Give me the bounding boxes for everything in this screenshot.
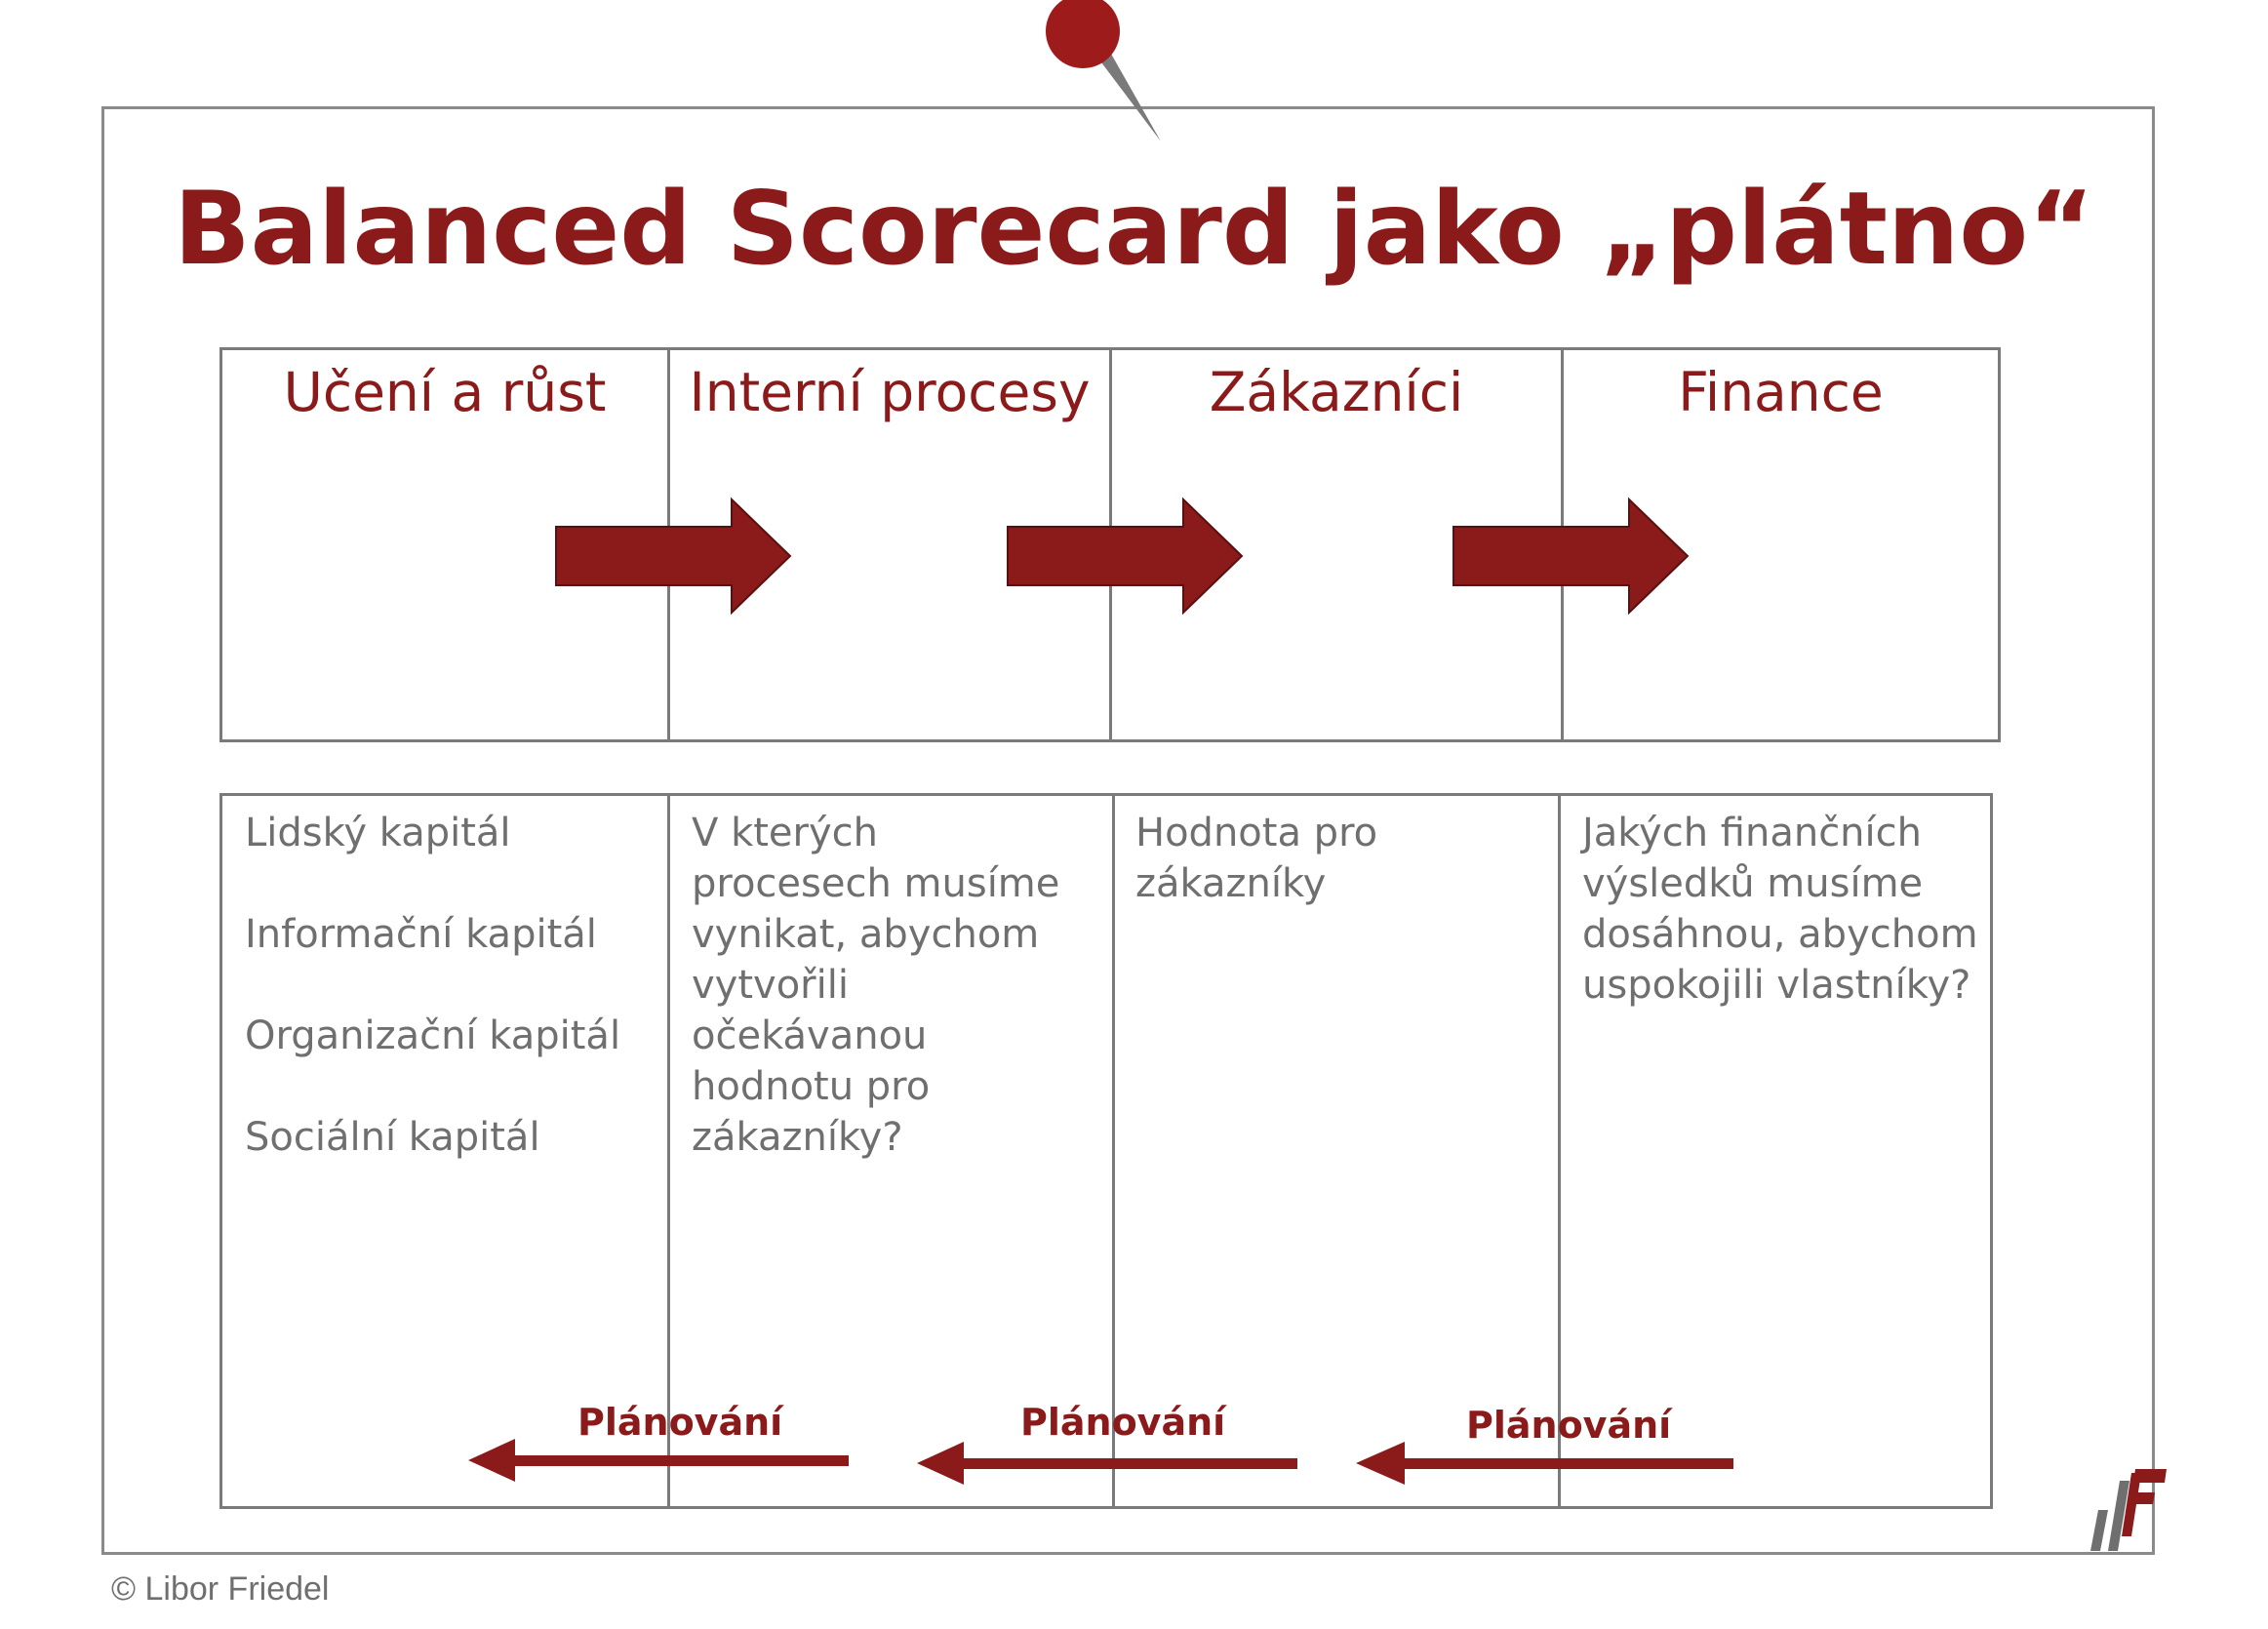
text-line: výsledků musíme xyxy=(1582,861,1924,906)
planning-label: Plánování xyxy=(1020,1401,1226,1444)
list-item: Organizační kapitál xyxy=(245,1013,621,1058)
push-pin-icon xyxy=(1046,0,1161,141)
text-line: uspokojili vlastníky? xyxy=(1582,963,1971,1008)
author-logo-icon xyxy=(2090,1469,2167,1551)
text-line: očekávanou xyxy=(692,1013,928,1058)
heading-internal-processes: Interní procesy xyxy=(689,361,1091,423)
text-line: dosáhnou, abychom xyxy=(1582,912,1978,957)
page-title: Balanced Scorecard jako „plátno“ xyxy=(174,171,2094,288)
finance-question: Jakých finančních výsledků musíme dosáhn… xyxy=(1582,808,1978,1011)
text-line: procesech musíme xyxy=(692,861,1060,906)
list-item: Sociální kapitál xyxy=(245,1115,540,1160)
text-line: vytvořili xyxy=(692,963,849,1008)
cause-effect-arrow-icon xyxy=(1007,497,1244,616)
text-line: Hodnota pro xyxy=(1135,811,1378,855)
planning-arrow-icon xyxy=(1356,1442,1733,1485)
text-line: Jakých finančních xyxy=(1582,811,1922,855)
text-line: zákazníky xyxy=(1135,861,1327,906)
text-line: hodnotu pro xyxy=(692,1064,931,1109)
customer-value: Hodnota pro zákazníky xyxy=(1135,808,1377,909)
process-question: V kterých procesech musíme vynikat, abyc… xyxy=(692,808,1059,1163)
heading-finance: Finance xyxy=(1678,361,1884,423)
learning-list: Lidský kapitál Informační kapitál Organi… xyxy=(245,808,620,1213)
descriptions-box xyxy=(219,793,1993,1509)
planning-label: Plánování xyxy=(577,1401,783,1444)
divider-line xyxy=(667,793,670,1509)
divider-line xyxy=(1558,793,1561,1509)
heading-customers: Zákazníci xyxy=(1209,361,1464,423)
text-line: zákazníky? xyxy=(692,1115,903,1160)
divider-line xyxy=(1112,793,1115,1509)
planning-arrow-icon xyxy=(917,1442,1297,1485)
cause-effect-arrow-icon xyxy=(555,497,792,616)
planning-arrow-icon xyxy=(468,1439,849,1482)
text-line: V kterých xyxy=(692,811,878,855)
cause-effect-arrow-icon xyxy=(1452,497,1690,616)
copyright-credit: © Libor Friedel xyxy=(111,1570,330,1608)
heading-learning-growth: Učení a růst xyxy=(283,361,607,423)
list-item: Lidský kapitál xyxy=(245,811,511,855)
list-item: Informační kapitál xyxy=(245,912,597,957)
planning-label: Plánování xyxy=(1466,1404,1672,1447)
text-line: vynikat, abychom xyxy=(692,912,1040,957)
